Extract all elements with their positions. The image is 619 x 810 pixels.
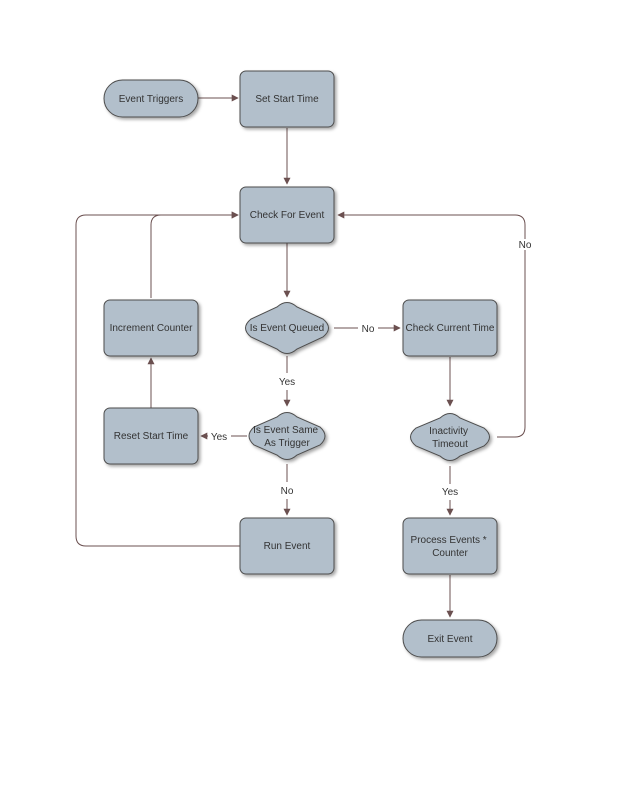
- label-queued-yes: Yes: [279, 377, 295, 388]
- node-is-event-same-as-trigger: Is Event Same As Trigger: [248, 412, 326, 460]
- node-increment-counter-label: Increment Counter: [110, 323, 193, 334]
- node-process-events-label: Process Events * Counter: [411, 535, 490, 559]
- node-process-events-counter: Process Events * Counter: [402, 517, 498, 575]
- node-check-current-time-label: Check Current Time: [406, 323, 495, 334]
- edge-increment-to-check: [150, 211, 239, 298]
- node-event-triggers: Event Triggers: [103, 79, 199, 118]
- edge-timeout-to-check: [338, 215, 526, 438]
- node-reset-start-time-label: Reset Start Time: [114, 431, 189, 442]
- label-same-no: No: [281, 486, 294, 497]
- node-check-for-event: Check For Event: [239, 186, 335, 244]
- node-is-event-queued: Is Event Queued: [245, 302, 329, 354]
- label-queued-no: No: [362, 324, 375, 335]
- node-inactivity-timeout-label: Inactivity Timeout: [429, 426, 471, 450]
- node-run-event: Run Event: [239, 517, 335, 575]
- node-exit-event-label: Exit Event: [427, 634, 472, 645]
- node-is-event-same-label: Is Event Same As Trigger: [253, 425, 321, 449]
- label-same-yes: Yes: [211, 432, 227, 443]
- node-exit-event: Exit Event: [402, 619, 498, 658]
- node-check-for-event-label: Check For Event: [250, 210, 325, 221]
- node-set-start-time-label: Set Start Time: [255, 94, 319, 105]
- node-increment-counter: Increment Counter: [103, 299, 199, 357]
- node-inactivity-timeout: Inactivity Timeout: [410, 413, 490, 461]
- node-set-start-time: Set Start Time: [239, 70, 335, 128]
- edge-run-to-check: [75, 211, 240, 547]
- label-timeout-yes: Yes: [442, 487, 458, 498]
- label-timeout-no: No: [519, 240, 532, 251]
- node-is-event-queued-label: Is Event Queued: [250, 323, 325, 334]
- node-event-triggers-label: Event Triggers: [119, 94, 183, 105]
- node-reset-start-time: Reset Start Time: [103, 407, 199, 465]
- node-check-current-time: Check Current Time: [402, 299, 498, 357]
- node-run-event-label: Run Event: [264, 541, 311, 552]
